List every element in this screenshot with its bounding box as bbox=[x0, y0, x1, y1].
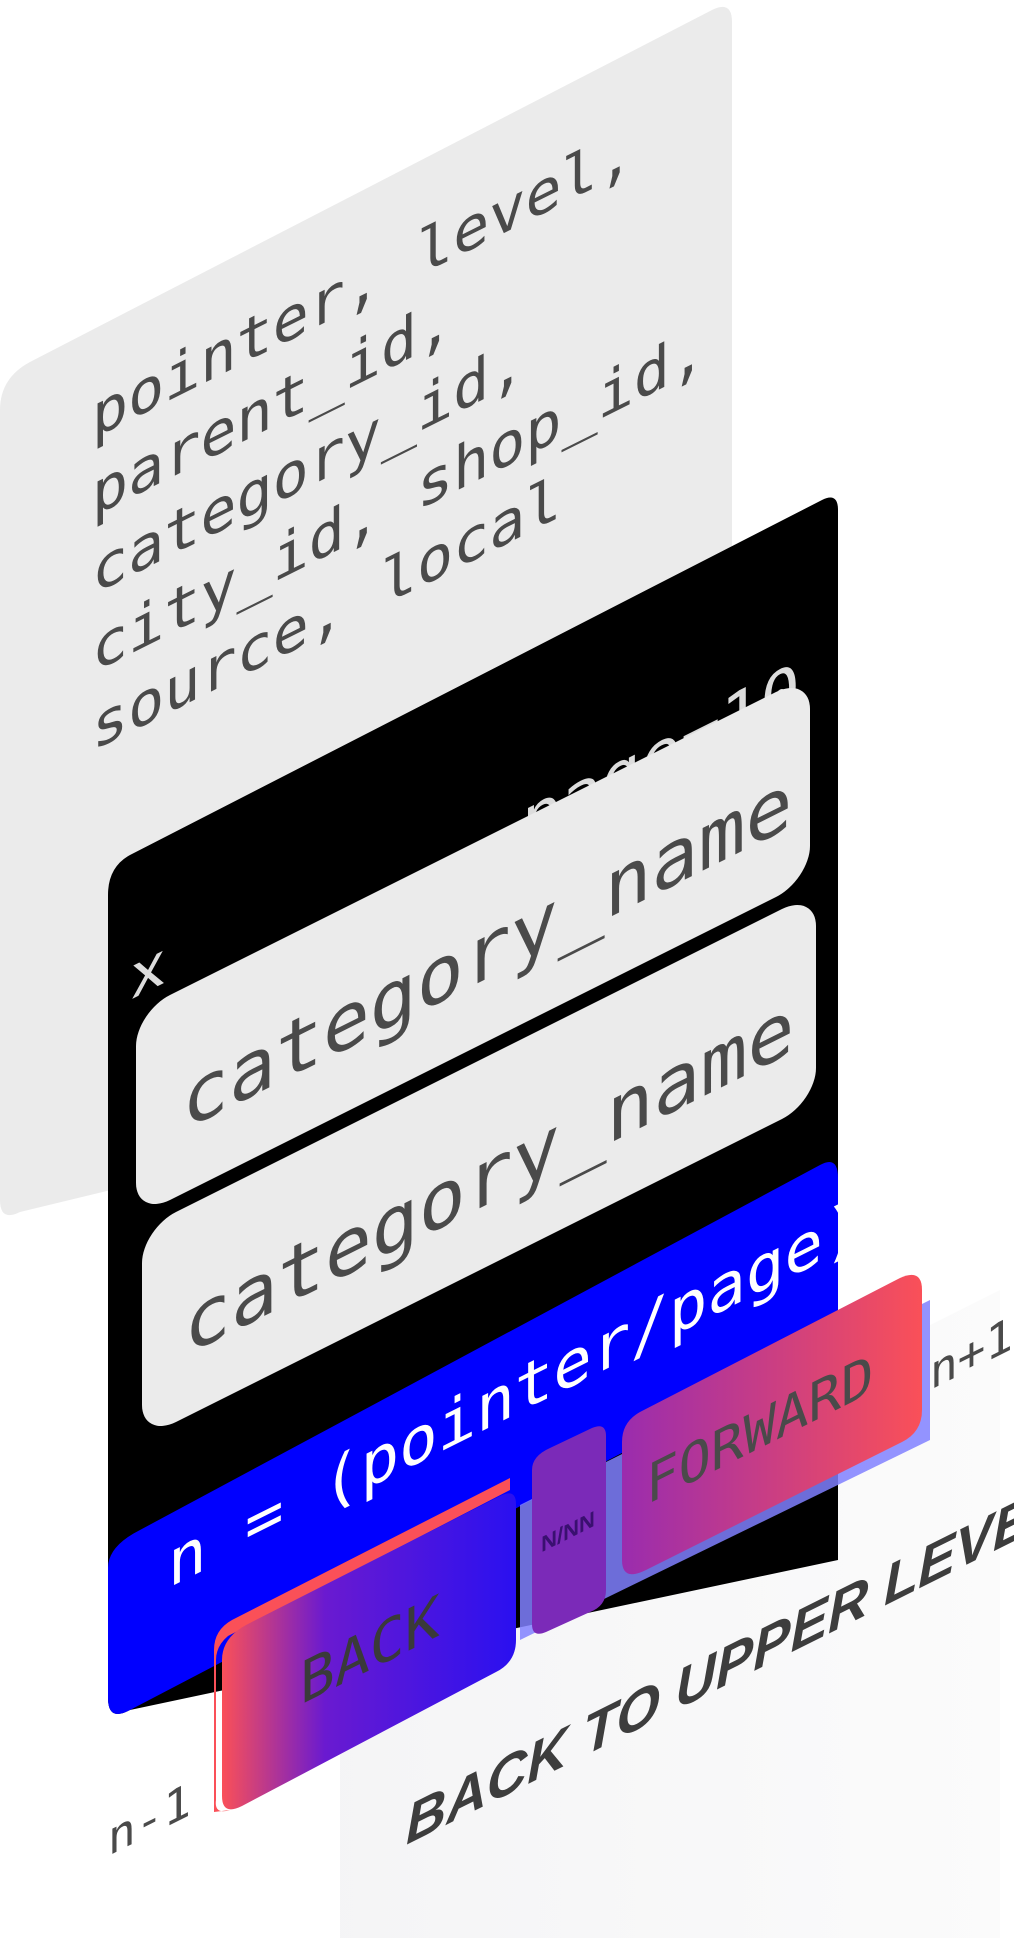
pager-panel bbox=[108, 1161, 838, 1714]
list-item[interactable] bbox=[136, 675, 810, 1217]
prev-page-label: n-1 bbox=[108, 1772, 191, 1867]
page-indicator bbox=[532, 1426, 606, 1634]
forward-button[interactable] bbox=[622, 1274, 922, 1575]
back-button[interactable] bbox=[222, 1493, 516, 1810]
list-item[interactable] bbox=[142, 892, 816, 1439]
